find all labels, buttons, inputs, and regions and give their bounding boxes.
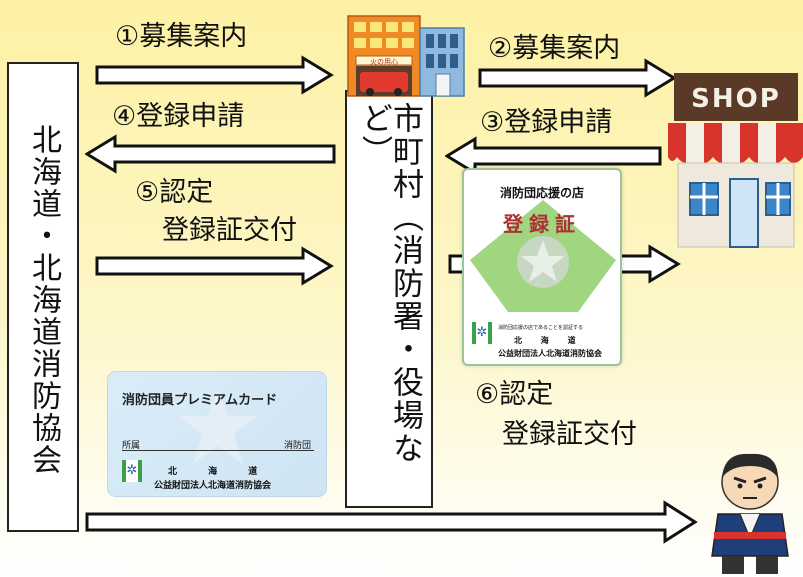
card-unit-label: 消防団 [284, 441, 312, 451]
certificate-heading: 消防団応援の店 [499, 186, 584, 200]
hokkaido-association-box: 北海道・北海道消防協会 [7, 62, 79, 532]
certificate-issuer: 公益財団法人北海道消防協会 [498, 349, 602, 358]
arrow-step2 [478, 58, 677, 98]
step6-label-line1: ⑥認定 [475, 379, 554, 410]
premium-card: 消防団員プレミアムカード 所属 消防団 ✲ 北 海 道 公益財団法人北海道消防協… [108, 372, 326, 496]
arrow-step1 [95, 55, 334, 95]
arrow-step4 [85, 134, 336, 174]
certificate-note: 消防団応援の店であることを認証する [498, 325, 583, 331]
certificate-emblem [470, 200, 616, 312]
fire-brigade-member-icon [711, 453, 789, 574]
shop-sign: SHOP [691, 84, 781, 114]
certificate-region: 北 海 道 [514, 336, 584, 345]
fire-station-icon: 火の用心 [347, 15, 465, 97]
step2-label: ②募集案内 [488, 33, 621, 64]
municipality-label: 市町村（消防署・役場など） [356, 102, 423, 465]
fire-station-sign: 火の用心 [370, 58, 398, 66]
municipality-box: 市町村（消防署・役場など） [345, 90, 433, 508]
step6-label-line2: 登録証交付 [502, 419, 637, 450]
hokkaido-association-label: 北海道・北海道消防協会 [26, 124, 61, 476]
card-title: 消防団員プレミアムカード [122, 393, 278, 408]
arrow-card-to-member [85, 500, 698, 544]
step4-label: ④登録申請 [112, 101, 245, 132]
card-emblem [178, 388, 258, 464]
step5-label-line1: ⑤認定 [135, 177, 214, 208]
arrow-step3 [445, 136, 662, 176]
step3-label: ③登録申請 [480, 107, 613, 138]
card-logo-icon: ✲ [122, 460, 142, 482]
card-affiliation-label: 所属 [122, 441, 141, 451]
card-issuer: 公益財団法人北海道消防協会 [154, 481, 272, 491]
arrow-step5 [95, 246, 334, 286]
registration-certificate: 消防団応援の店 登録証 ✲ 消防団応援の店であることを認証する 北 海 道 公益… [462, 168, 622, 366]
certificate-title: 登録証 [503, 212, 581, 236]
shop-icon: SHOP [668, 73, 803, 248]
card-region: 北 海 道 [168, 467, 272, 477]
certificate-logo-icon: ✲ [472, 322, 492, 344]
step5-label-line2: 登録証交付 [162, 215, 297, 246]
step1-label: ①募集案内 [115, 21, 248, 52]
card-field-line [122, 450, 314, 451]
